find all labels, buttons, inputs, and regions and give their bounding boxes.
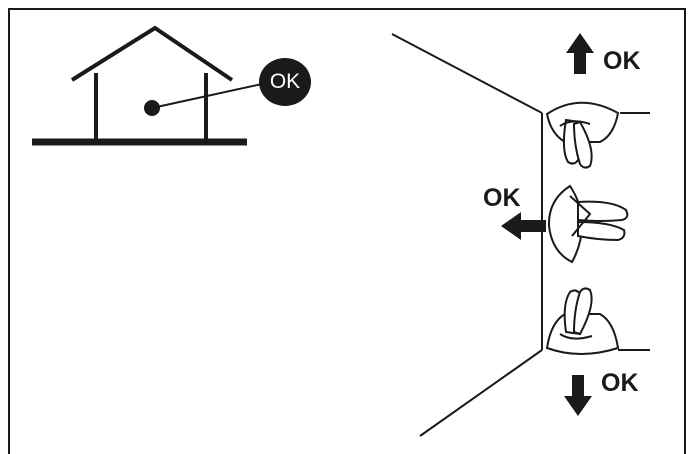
arrow-down-icon bbox=[564, 375, 592, 416]
arrow-left-icon bbox=[501, 212, 546, 240]
down-ok-label: OK bbox=[601, 369, 639, 397]
ok-badge bbox=[259, 58, 311, 106]
arrow-up-icon bbox=[566, 33, 594, 74]
house-icon bbox=[32, 25, 247, 146]
up-ok-label: OK bbox=[603, 47, 641, 75]
left-ok-label: OK bbox=[483, 184, 521, 212]
wall-mounted-detector-icon bbox=[547, 184, 629, 264]
ceiling-mounted-detector-icon bbox=[545, 101, 620, 169]
pointer-line bbox=[151, 83, 263, 109]
house-ok-badge-label: OK bbox=[269, 70, 301, 93]
floor-mounted-detector-icon bbox=[545, 287, 620, 355]
